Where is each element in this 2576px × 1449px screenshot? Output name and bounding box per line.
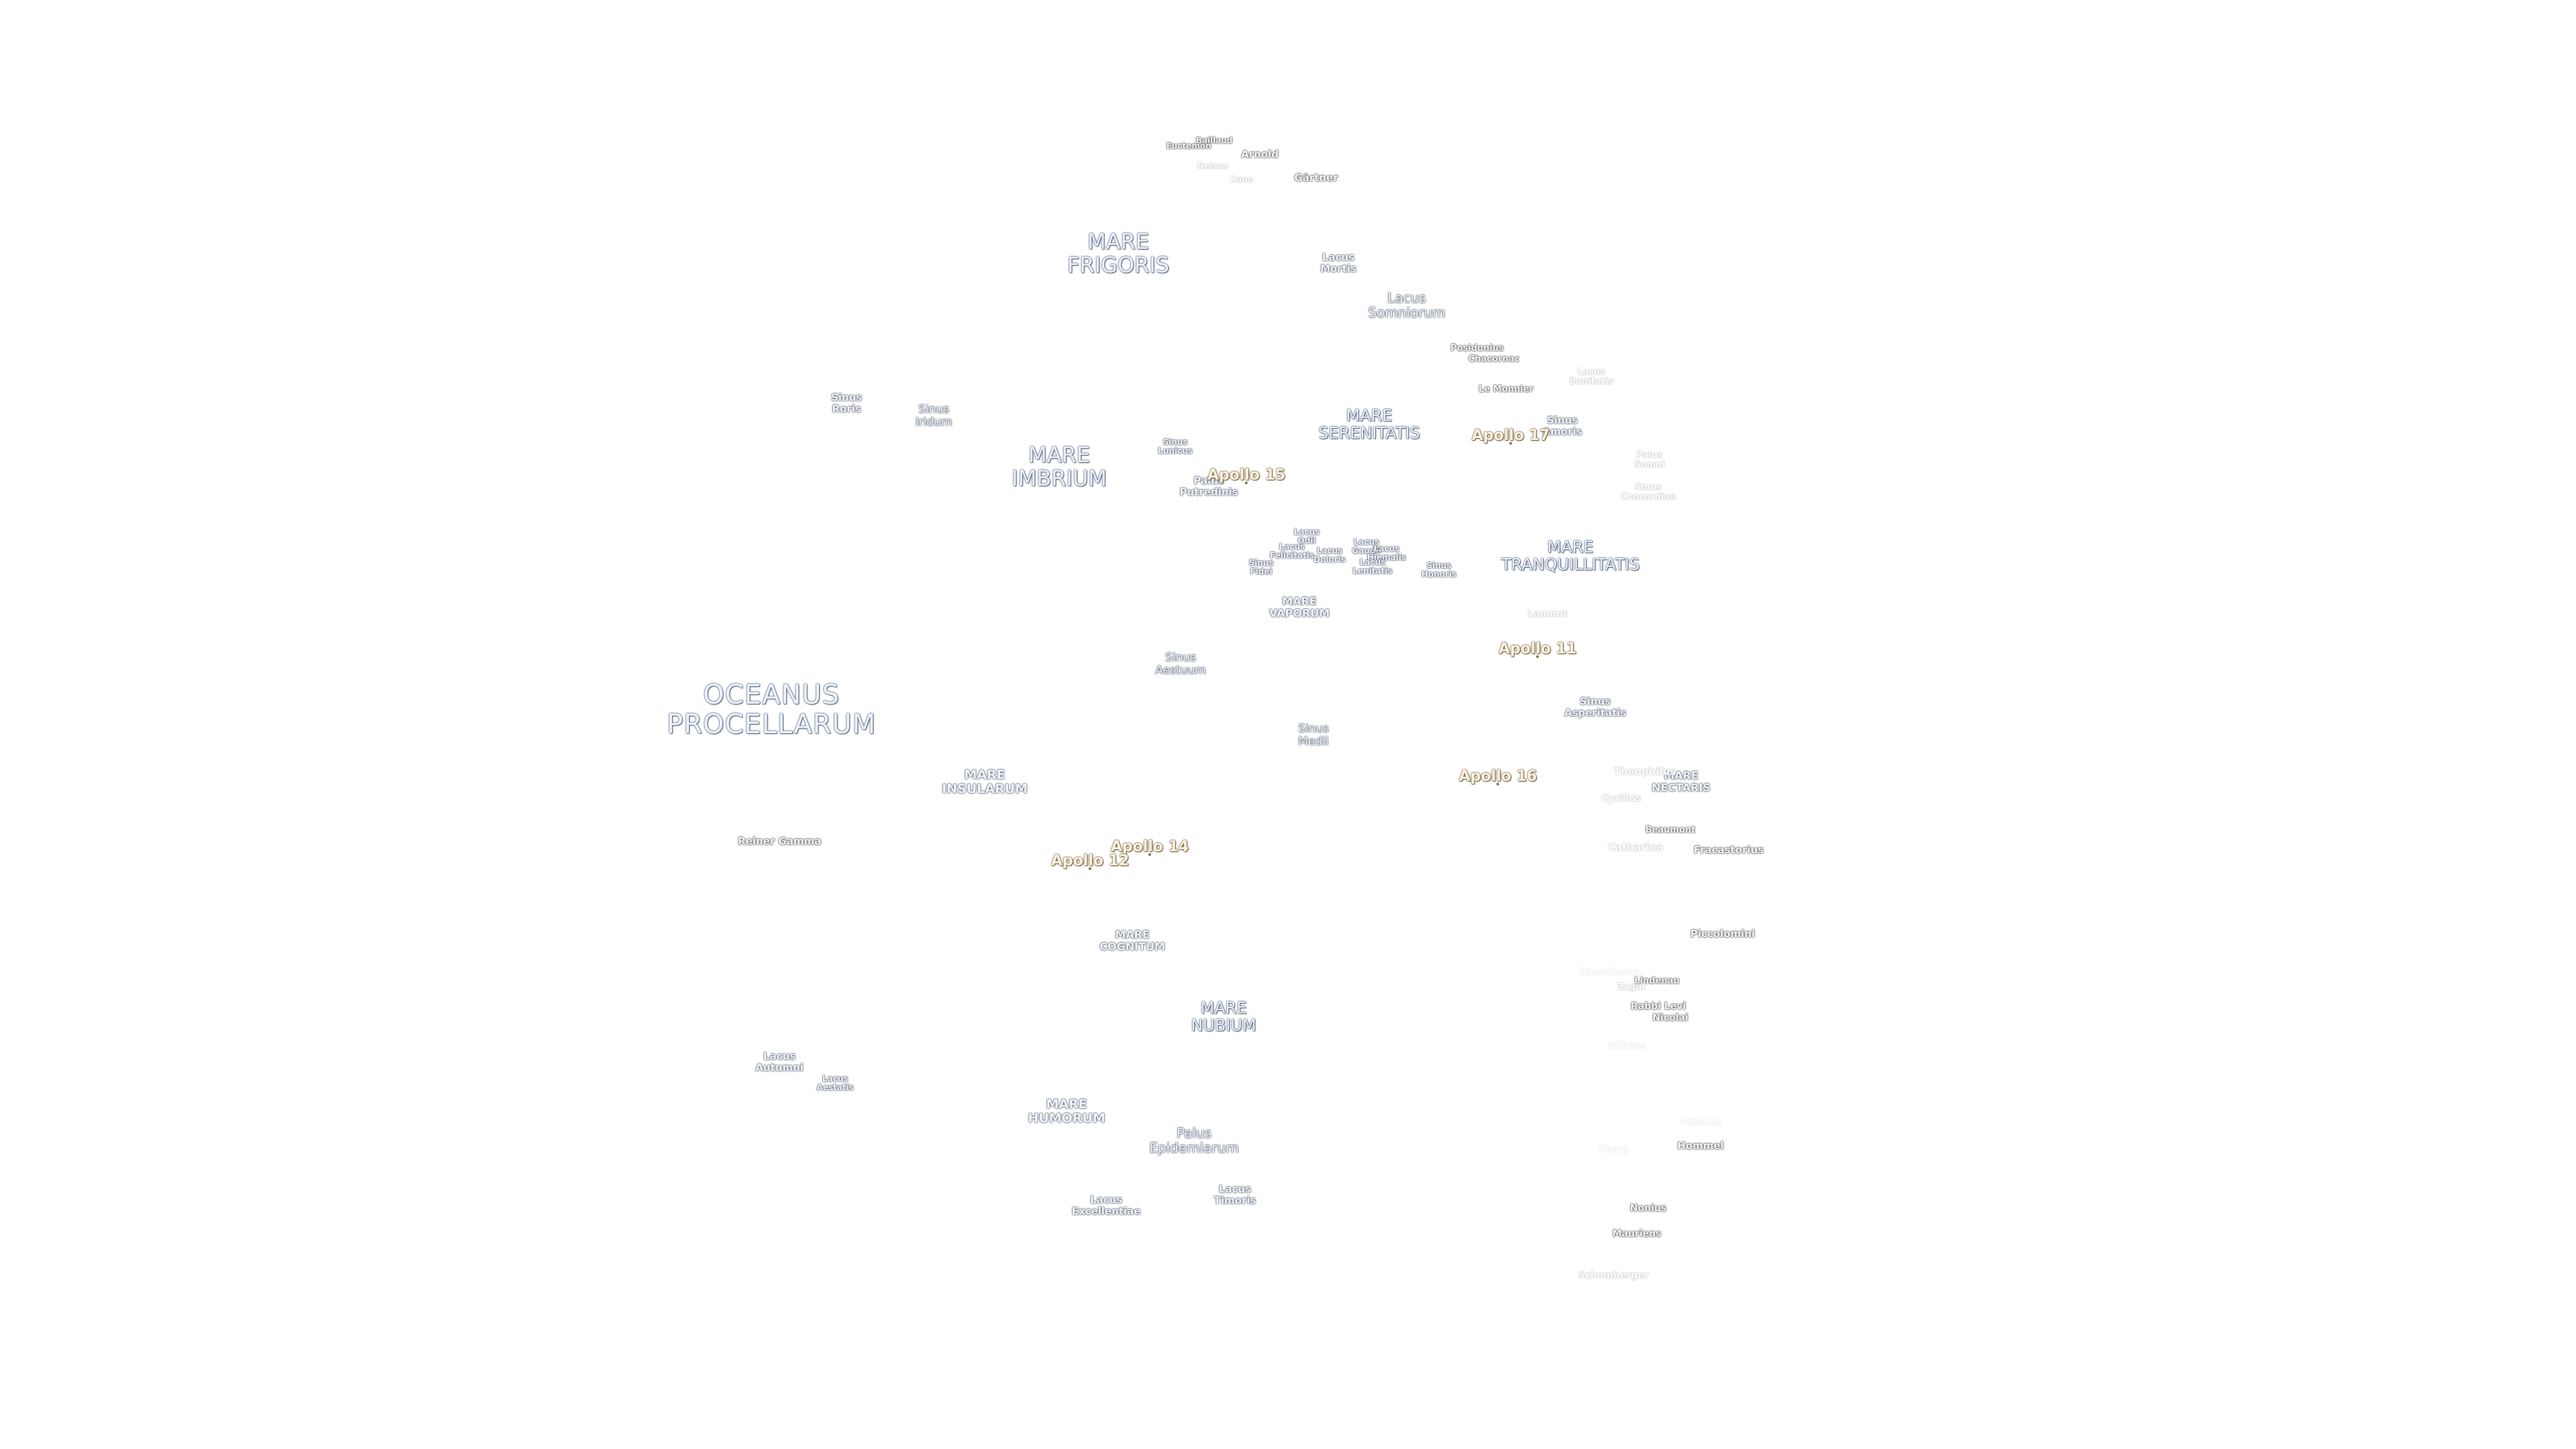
label-crater-lindenau[interactable]: Lindenau	[1634, 975, 1680, 986]
label-crater-arnold[interactable]: Arnold	[1241, 148, 1279, 160]
label-apollo-12[interactable]: Apollo 12	[1051, 852, 1130, 871]
label-crater-schomberger[interactable]: Schomberger	[1578, 1270, 1649, 1281]
label-crater-sacrobosco[interactable]: Sacrobosco	[1579, 967, 1641, 978]
label-apollo-15[interactable]: Apollo 15	[1207, 466, 1286, 485]
label-crater-vlacq[interactable]: Vlacq	[1599, 1144, 1628, 1155]
label-crater-le-monnier[interactable]: Le Monnier	[1479, 384, 1534, 394]
label-crater-gartner[interactable]: Gärtner	[1294, 171, 1338, 184]
label-crater-kane[interactable]: Kane	[1230, 174, 1254, 184]
label-apollo-14[interactable]: Apollo 14	[1110, 838, 1189, 857]
label-crater-chacornac[interactable]: Chacornac	[1468, 354, 1520, 364]
label-crater-nelson[interactable]: Nelson	[1197, 161, 1229, 171]
label-crater-nicolai[interactable]: Nicolai	[1652, 1012, 1688, 1024]
label-crater-pitiscus[interactable]: Pitiscus	[1680, 1117, 1721, 1128]
label-crater-nonius[interactable]: Nonius	[1629, 1203, 1667, 1214]
label-crater-zagut[interactable]: Zagut	[1617, 981, 1646, 992]
label-crater-reiner-gamma[interactable]: Reiner Gamma	[737, 835, 822, 847]
label-apollo-11[interactable]: Apollo 11	[1498, 640, 1577, 659]
label-crater-cyrillus[interactable]: Cyrillus	[1601, 793, 1642, 804]
label-crater-euctemon[interactable]: Euctemon	[1166, 141, 1212, 151]
label-crater-posidonius[interactable]: Posidonius	[1450, 343, 1504, 354]
label-crater-mauriens[interactable]: Mauriens	[1612, 1228, 1662, 1240]
label-crater-lamont[interactable]: Lamont	[1527, 608, 1568, 620]
label-crater-piccolomini[interactable]: Piccolomini	[1690, 927, 1756, 940]
label-crater-catharina[interactable]: Catharina	[1607, 841, 1664, 853]
label-crater-hommel[interactable]: Hommel	[1677, 1139, 1724, 1152]
label-apollo-16[interactable]: Apollo 16	[1458, 767, 1538, 786]
label-crater-fracastorius[interactable]: Fracastorius	[1693, 843, 1764, 856]
label-crater-beaumont[interactable]: Beaumont	[1645, 824, 1696, 835]
label-crater-wilkins[interactable]: Wilkins	[1607, 1040, 1646, 1052]
label-crater-baillaud[interactable]: Baillaud	[1195, 136, 1233, 146]
label-crater-theophilus[interactable]: Theophilus	[1613, 765, 1676, 777]
label-crater-rabbi-levi[interactable]: Rabbi Levi	[1630, 1001, 1686, 1012]
label-apollo-17[interactable]: Apollo 17	[1471, 427, 1550, 445]
